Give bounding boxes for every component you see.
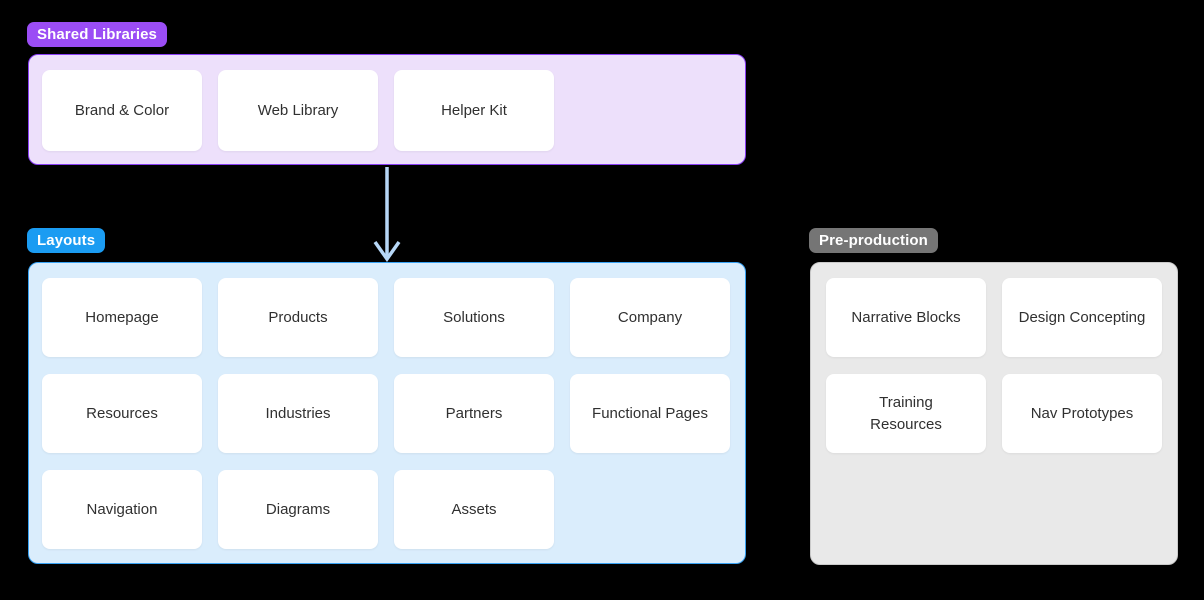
diagram-card[interactable]: Design Concepting (1002, 278, 1162, 357)
diagram-card[interactable]: Functional Pages (570, 374, 730, 453)
diagram-card[interactable]: Homepage (42, 278, 202, 357)
diagram-card[interactable]: Assets (394, 470, 554, 549)
diagram-card[interactable]: Nav Prototypes (1002, 374, 1162, 453)
diagram-card[interactable]: Resources (42, 374, 202, 453)
flow-arrow[interactable] (373, 166, 401, 262)
section-pill-layouts[interactable]: Layouts (27, 228, 106, 253)
diagram-card[interactable]: Helper Kit (394, 70, 554, 151)
diagram-card[interactable]: Partners (394, 374, 554, 453)
diagram-card[interactable]: Diagrams (218, 470, 378, 549)
diagram-card[interactable]: Training Resources (826, 374, 986, 453)
section-pill-pre-production[interactable]: Pre-production (809, 228, 938, 253)
diagram-card[interactable]: Brand & Color (42, 70, 202, 151)
diagram-card[interactable]: Industries (218, 374, 378, 453)
diagram-card[interactable]: Solutions (394, 278, 554, 357)
section-pill-shared-libraries[interactable]: Shared Libraries (27, 22, 167, 47)
diagram-card[interactable]: Navigation (42, 470, 202, 549)
diagram-card[interactable]: Narrative Blocks (826, 278, 986, 357)
diagram-card[interactable]: Company (570, 278, 730, 357)
diagram-card[interactable]: Web Library (218, 70, 378, 151)
diagram-card[interactable]: Products (218, 278, 378, 357)
